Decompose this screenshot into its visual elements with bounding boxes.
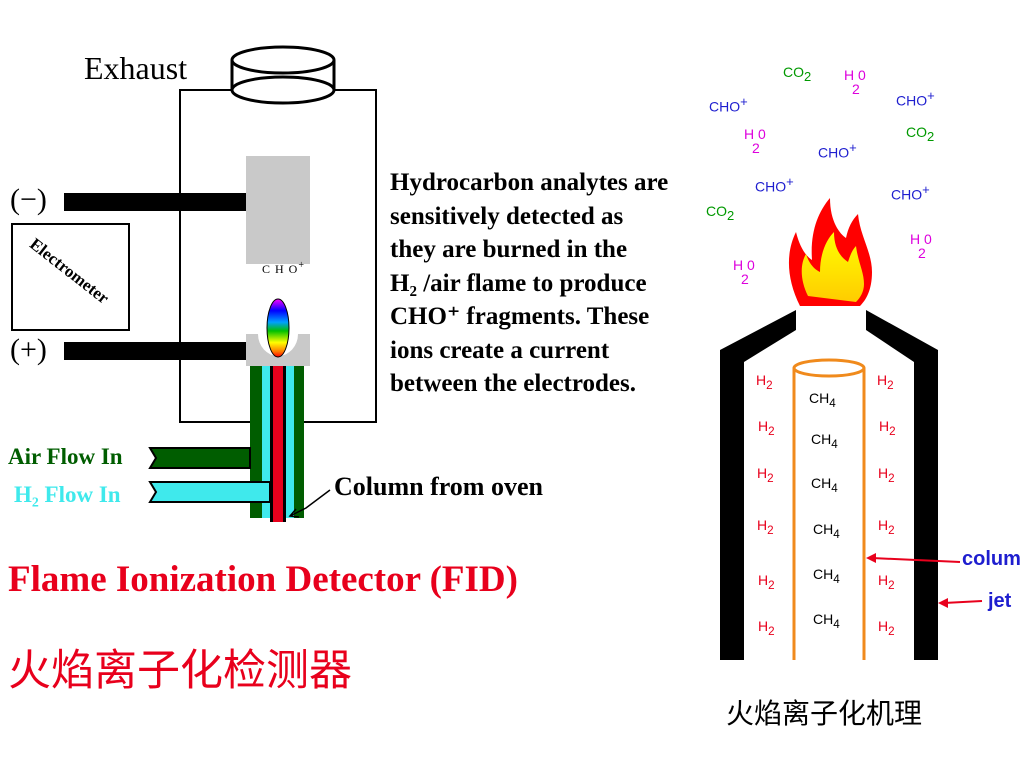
description-line: sensitively detected as — [390, 202, 624, 230]
plus-terminal-bar — [64, 342, 246, 360]
co2-product: CO2 — [706, 203, 735, 223]
ch4-label: CH4 — [811, 475, 838, 495]
h2-label: H2 — [878, 572, 895, 592]
ch4-label: CH4 — [813, 521, 840, 541]
rainbow-flame — [266, 298, 290, 358]
minus-terminal-bar — [64, 193, 246, 211]
minus-terminal-label: (−) — [10, 183, 47, 216]
h2-label: H2 — [877, 372, 894, 392]
h2-label: H2 — [758, 618, 775, 638]
cn-title: 火焰离子化检测器 — [8, 646, 352, 696]
cho-product: CHO+ — [709, 94, 748, 115]
ch4-label: CH4 — [811, 431, 838, 451]
cho-product: CHO+ — [818, 140, 857, 161]
column-from-oven-label: Column from oven — [334, 472, 543, 501]
ch4-label: CH4 — [809, 390, 836, 410]
collector-electrode — [246, 156, 310, 264]
co2-product: CO2 — [906, 124, 935, 144]
exhaust-cylinder — [230, 45, 336, 105]
gas-tubes — [148, 366, 304, 522]
jet-electrode-cup — [246, 334, 310, 366]
h2-label: H2 — [878, 517, 895, 537]
h2-label: H2 — [758, 418, 775, 438]
flame-inner — [801, 232, 864, 302]
burner-wall-right — [866, 310, 938, 660]
description-line: Hydrocarbon analytes are — [390, 169, 669, 196]
column-label: colum — [962, 548, 1021, 570]
cho-product: CHO+ — [755, 174, 794, 195]
h2-label: H2 — [757, 517, 774, 537]
cho-product: CHO+ — [896, 88, 935, 109]
description-text: Hydrocarbon analytes are sensitively det… — [390, 166, 740, 401]
description-line: between the electrodes. — [390, 370, 636, 397]
h2-label: H2 — [756, 372, 773, 392]
description-line: ions create a current — [390, 336, 610, 364]
fid-title: Flame Ionization Detector (FID) — [8, 559, 518, 600]
co2-product: CO2 — [783, 64, 812, 84]
h2-label: H2 — [879, 418, 896, 438]
description-line: CHO⁺ fragments. These — [390, 303, 650, 330]
air-flow-label: Air Flow In — [8, 444, 123, 469]
column-pointer-line — [288, 489, 331, 518]
column-tube — [792, 358, 866, 660]
description-line: H₂ /air flame to produce — [390, 269, 647, 297]
plus-terminal-label: (+) — [10, 333, 47, 366]
ch4-label: CH4 — [813, 611, 840, 631]
ch4-label: CH4 — [813, 566, 840, 586]
exhaust-label: Exhaust — [84, 50, 188, 86]
cho-product: CHO+ — [891, 182, 930, 203]
electrometer-box — [11, 223, 130, 331]
h2-label: H2 — [878, 618, 895, 638]
burner-wall-left — [720, 310, 796, 660]
h2-label: H2 — [878, 465, 895, 485]
h2-label: H2 — [758, 572, 775, 592]
jet-pointer-arrow — [938, 598, 983, 608]
mechanism-title: 火焰离子化机理 — [726, 697, 923, 730]
description-line: they are burned in the — [390, 236, 628, 263]
column-pointer-arrow — [866, 553, 961, 563]
h2-label: H2 — [757, 465, 774, 485]
h2-flow-label: H₂ Flow In — [14, 482, 121, 507]
jet-label: jet — [988, 590, 1012, 612]
cho-ion-label: C H O+ — [262, 260, 305, 276]
